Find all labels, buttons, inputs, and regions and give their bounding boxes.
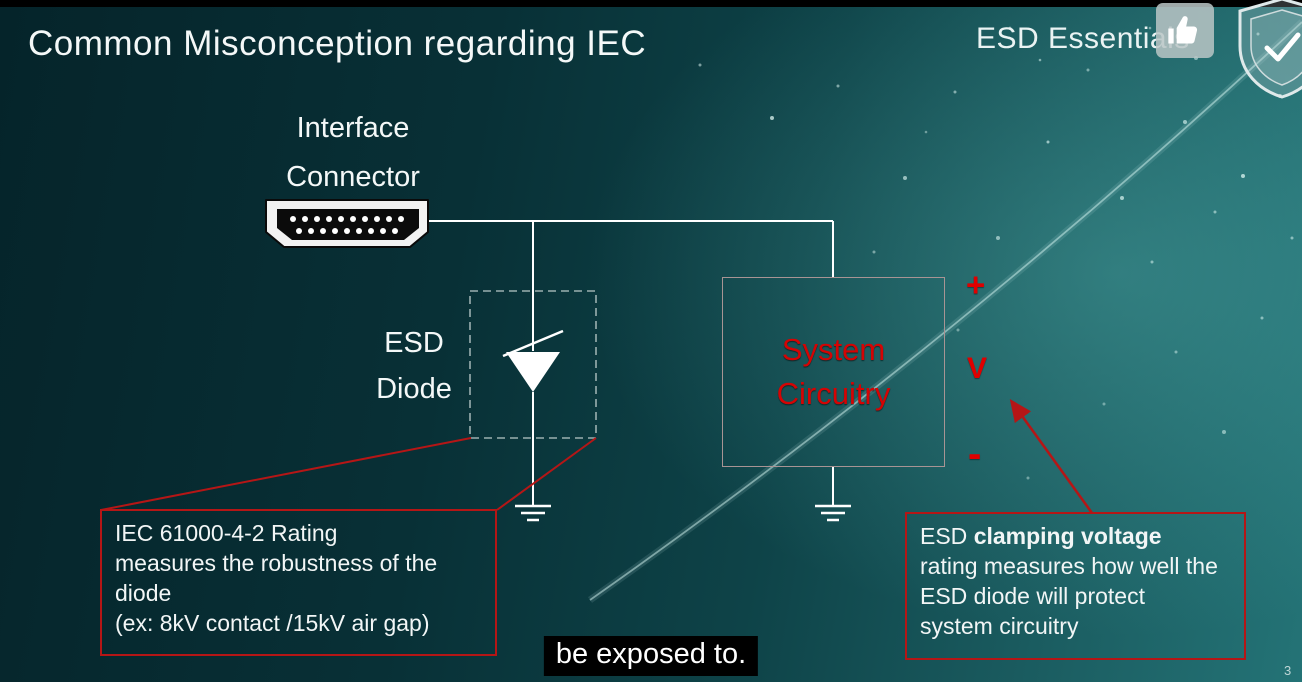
clamping-callout-line1: ESD clamping voltage [920,521,1231,551]
esd-diode-label-line2: Diode [376,373,452,405]
page-title: Common Misconception regarding IEC [28,24,647,63]
brand-title: ESD Essentials [976,22,1190,55]
clamping-prefix: ESD [920,523,974,549]
interface-connector-label-line2: Connector [286,161,420,193]
wires [428,220,834,505]
clamping-callout-line3: ESD diode will protect [920,583,1145,609]
clamping-voltage-arrow [1009,398,1094,514]
interface-connector-label: Interface Connector [258,104,448,202]
callout-leader-lines [100,437,597,511]
letterbox-top [0,0,1302,7]
interface-connector-label-line1: Interface [296,112,410,144]
subtitle-caption: be exposed to. [543,636,759,676]
terminal-plus: + [966,266,986,303]
esd-diode-label: ESD Diode [362,320,466,412]
clamping-bold: clamping voltage [973,523,1162,549]
iec-rating-callout: IEC 61000-4-2 Rating measures the robust… [100,509,497,656]
thumbs-up-glyph [1168,15,1198,43]
clamping-callout-line2: rating measures how well the [920,553,1218,579]
iec-callout-line4: (ex: 8kV contact /15kV air gap) [115,610,430,636]
ground-symbol-system [815,504,851,522]
esd-diode-dashed-box [469,290,597,439]
hdmi-connector-icon [265,199,429,248]
terminal-minus: - [968,432,982,476]
system-box-line1: System [781,332,886,367]
shield-glyph [1238,0,1302,99]
tvs-diode-symbol [502,329,564,392]
ground-symbol-diode [515,504,551,522]
thumbs-up-icon [1156,3,1214,58]
iec-callout-line2: measures the robustness of the [115,550,438,576]
clamping-voltage-callout: ESD clamping voltage rating measures how… [905,512,1246,660]
clamping-callout-line4: system circuitry [920,613,1079,639]
iec-callout-line3: diode [115,580,172,606]
iec-callout-line1: IEC 61000-4-2 Rating [115,520,338,546]
system-box-line2: Circuitry [776,376,891,411]
page-number: 3 [1284,663,1292,678]
shield-icon [1237,0,1302,105]
esd-diode-label-line1: ESD [384,327,444,359]
system-circuitry-box: System Circuitry [722,277,945,467]
terminal-v: V [967,352,988,385]
